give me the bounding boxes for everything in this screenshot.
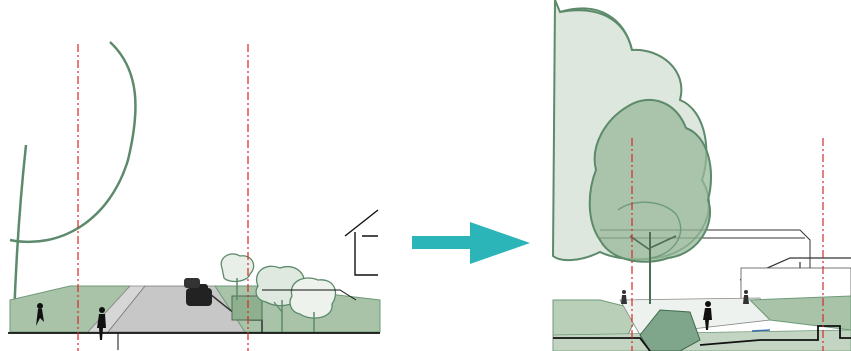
street-tree-inner — [617, 201, 682, 259]
front-planting-strip — [552, 329, 851, 351]
car-icon — [184, 278, 200, 288]
pedestrian-icon — [36, 303, 44, 326]
building-wall — [740, 267, 851, 301]
street-tree-branches — [629, 235, 677, 251]
left-verge — [9, 285, 132, 333]
pedestrian-icon — [97, 307, 106, 340]
right-planting-bed — [748, 295, 851, 331]
tall-tree-outline — [12, 144, 28, 319]
existing-street-section — [8, 41, 381, 351]
pedestrian-icon — [703, 301, 712, 330]
tall-tree-branch — [9, 41, 137, 244]
ground-line — [553, 325, 851, 351]
pedestrian-icon — [743, 290, 749, 304]
proposed-street-section — [551, 0, 851, 351]
right-wall — [231, 295, 263, 321]
street-tree-canopy — [588, 99, 712, 263]
house-outline — [344, 209, 379, 276]
dog-walker-icon — [621, 290, 627, 304]
large-tree-canopy-edge — [559, 7, 633, 51]
arrow-right-icon — [412, 222, 530, 264]
stormwater-channel — [639, 309, 701, 351]
small-tree-icon — [220, 253, 255, 300]
bench-icon — [751, 329, 771, 332]
car-icon — [186, 284, 212, 306]
small-tree-icon — [289, 277, 337, 332]
house-fence — [262, 289, 357, 301]
